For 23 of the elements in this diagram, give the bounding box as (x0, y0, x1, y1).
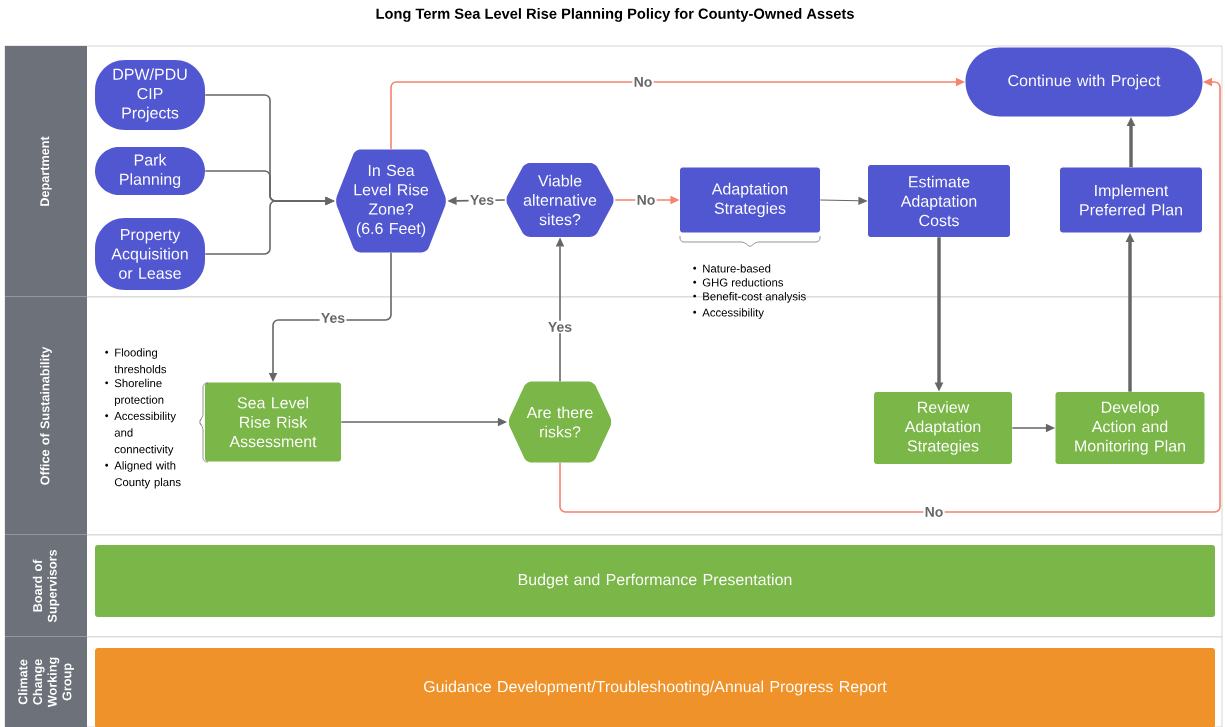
lane-header: Board of Supervisors (5, 535, 87, 637)
bullet-item: Benefit-cost analysis (693, 292, 806, 303)
bullet-item: Shoreline protection (105, 378, 164, 407)
decision-hexagon: Are there risks? (508, 381, 612, 463)
bullet-item: Nature-based (693, 264, 771, 273)
process-box: Review Adaptation Strategies (874, 392, 1012, 464)
decision-hexagon: Viable alternative sites? (506, 163, 614, 237)
process-box: Sea Level Rise Risk Assessment (205, 382, 341, 462)
lane-header: Climate Change Working Group (5, 637, 87, 727)
lane-header: Department (5, 46, 87, 297)
lane-bar: Guidance Development/Troubleshooting/Annual Progress Report (95, 648, 1215, 727)
bullet-item: Accessibility (693, 308, 764, 319)
decision-hexagon: In Sea Level Rise Zone? (6.6 Feet) (336, 149, 446, 253)
bullet-item: GHG reductions (693, 278, 784, 287)
process-box: Estimate Adaptation Costs (868, 165, 1010, 237)
process-box: Adaptation Strategies (680, 167, 820, 233)
lane-bar: Budget and Performance Presentation (95, 545, 1215, 617)
process-box: Implement Preferred Plan (1060, 167, 1202, 233)
process-box: Develop Action and Monitoring Plan (1055, 392, 1205, 464)
bullet-item: Flooding thresholds (105, 348, 167, 374)
bullet-item: Aligned with County plans (105, 461, 181, 489)
title: Long Term Sea Level Rise Planning Policy for County-Owned Assets (376, 8, 854, 22)
bullet-item: Accessibility and connectivity (105, 411, 176, 456)
